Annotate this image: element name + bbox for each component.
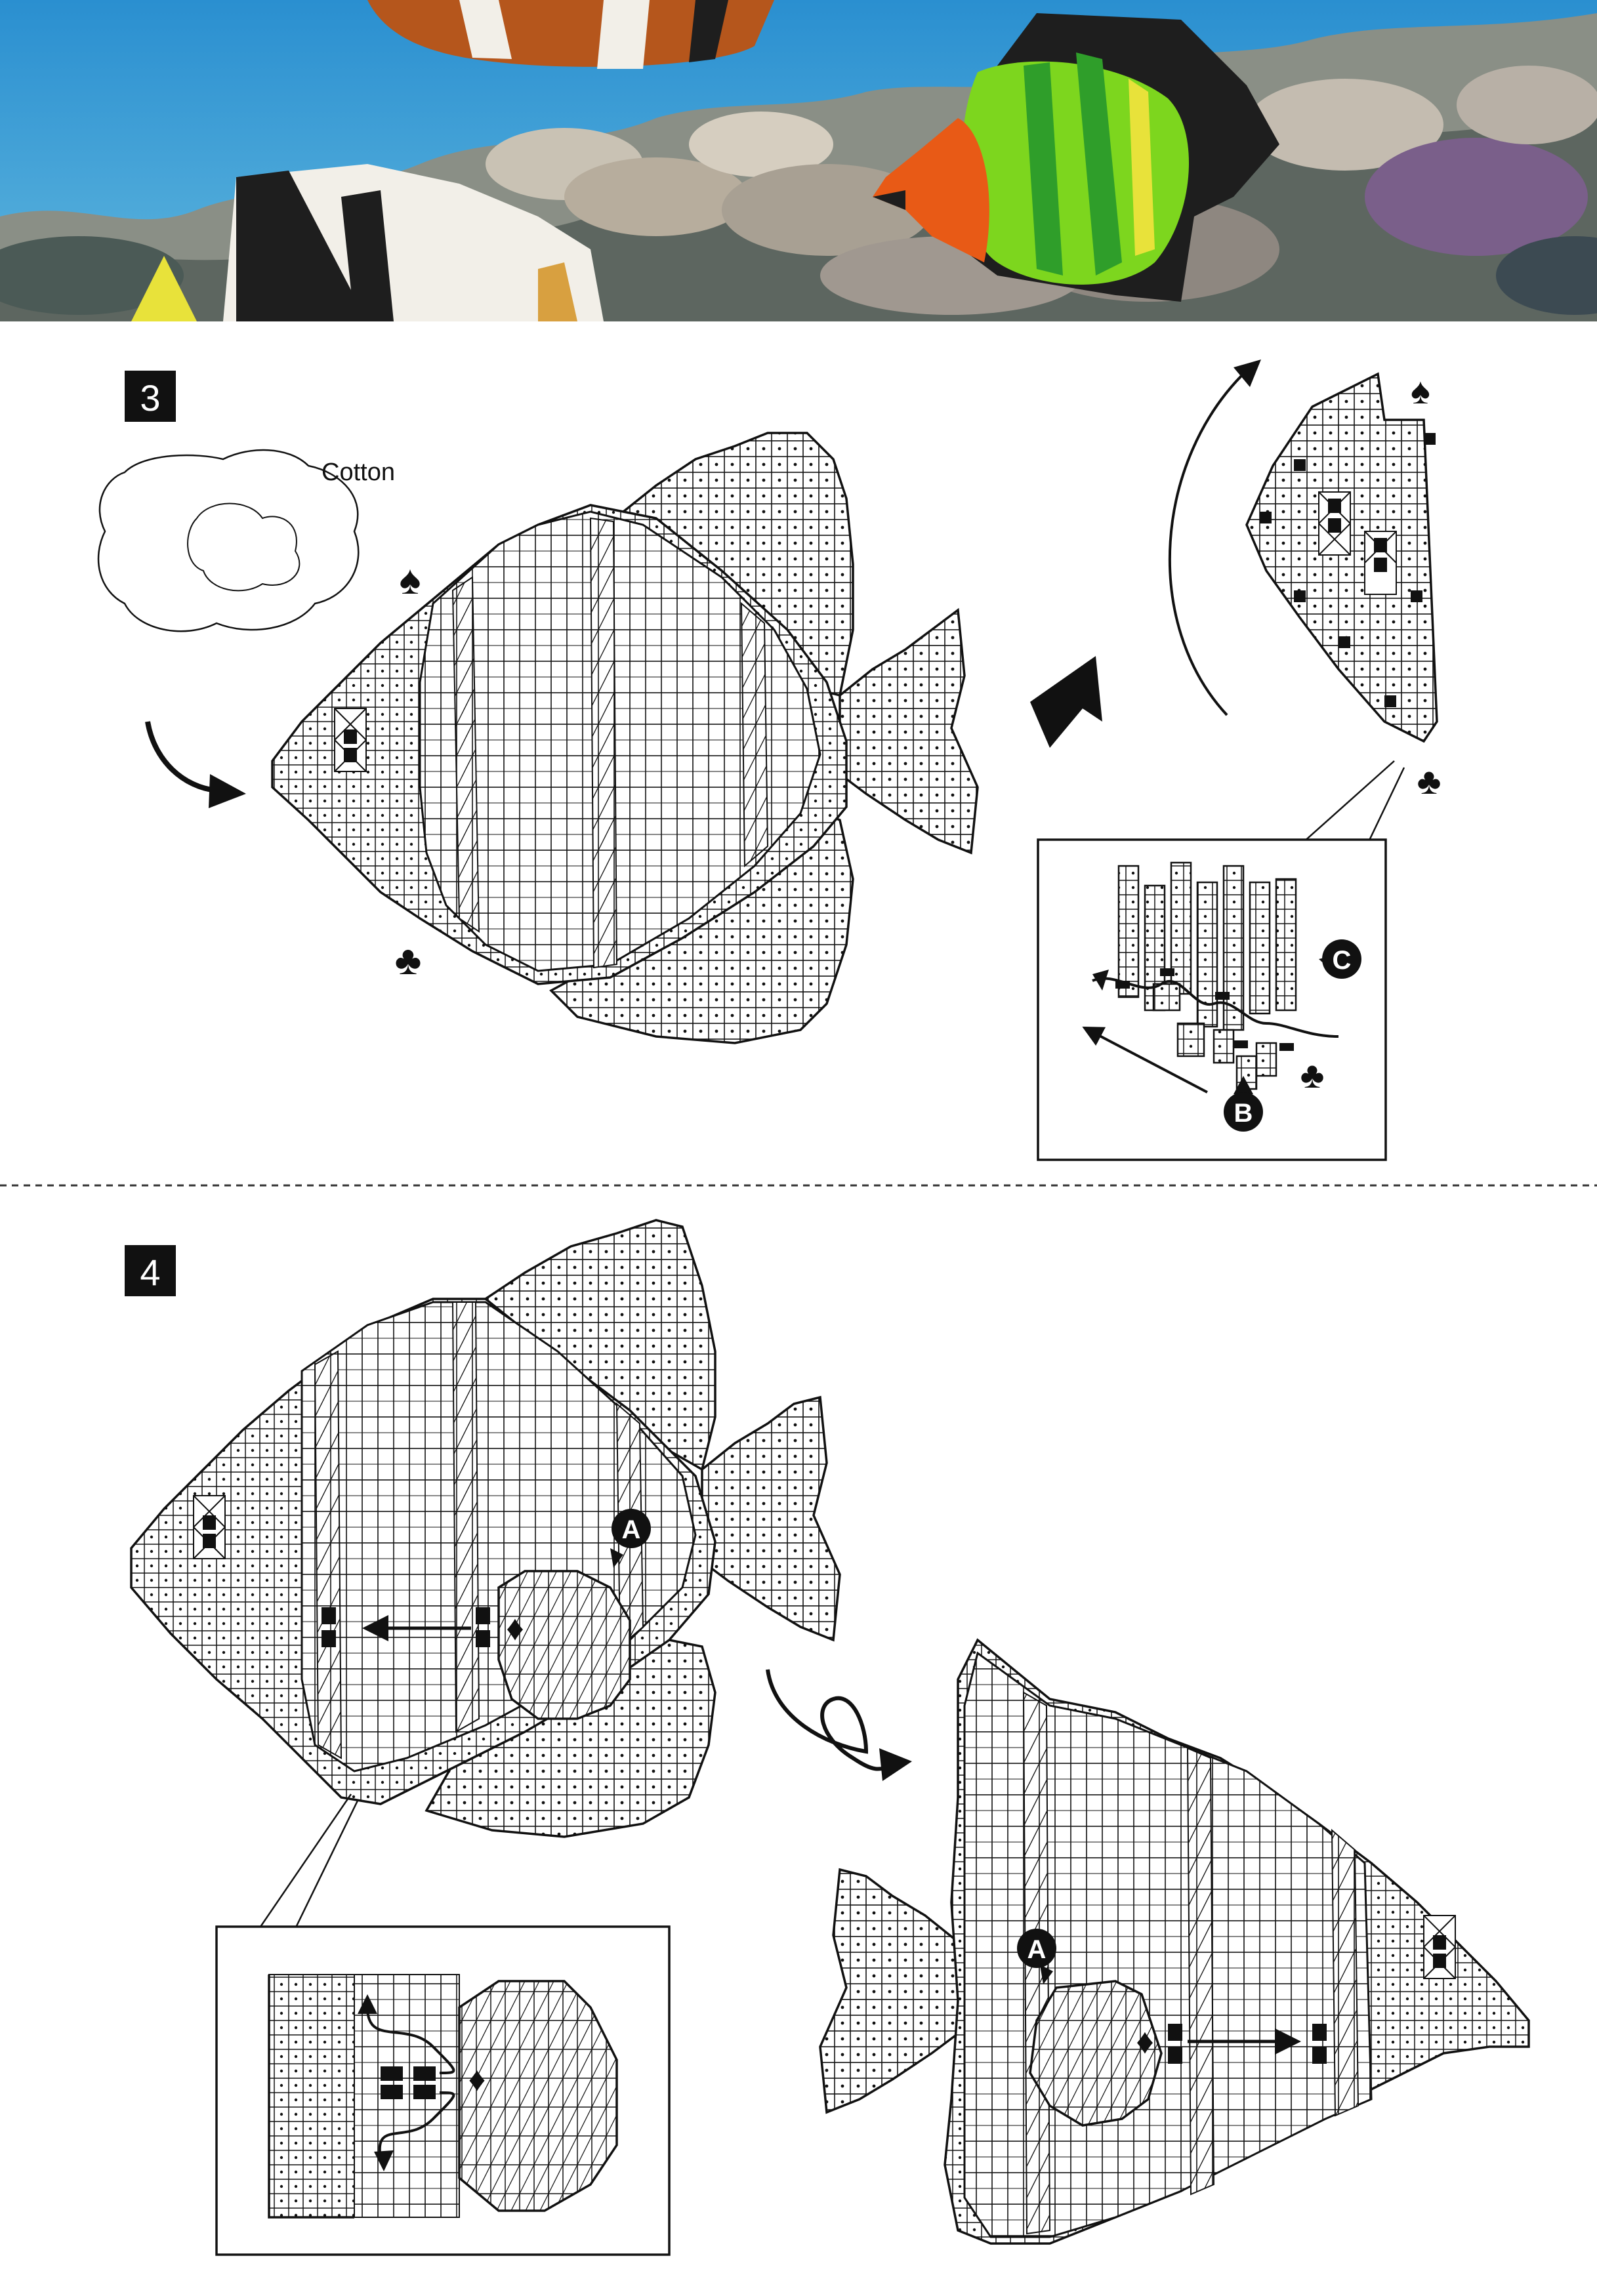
svg-text:C: C	[1333, 946, 1352, 975]
svg-text:A: A	[1027, 1935, 1047, 1964]
diamond-symbol-left: ♦	[506, 1609, 524, 1648]
cotton-pocket-left	[497, 1570, 631, 1720]
flip-arrow	[766, 1669, 894, 1771]
folded-fin-pattern	[1245, 372, 1438, 743]
svg-text:B: B	[1234, 1099, 1253, 1128]
step-3-number: 3	[140, 377, 160, 419]
spade-symbol-step3: ♠	[400, 558, 421, 603]
inset-thread-up	[366, 2007, 455, 2074]
eye-bead-right	[1433, 1935, 1446, 1950]
step-4-section: 4 ♦ A	[125, 1219, 1530, 2256]
tail-fin	[839, 607, 979, 855]
eye-bead	[344, 729, 357, 744]
tail-fin-left	[701, 1395, 841, 1642]
tail-fin-right	[819, 1868, 959, 2114]
step-3-section: 3 Cotton ♠ ♣	[97, 359, 1441, 1161]
club-symbol-step3: ♣	[395, 938, 422, 983]
svg-text:A: A	[622, 1515, 641, 1544]
inset-bead-columns	[1115, 861, 1297, 1090]
diamond-symbol-right: ♦	[1136, 2022, 1154, 2061]
eye-bead-left	[203, 1515, 216, 1530]
cotton-pocket-right	[1029, 1980, 1163, 2127]
inset-thread-down	[378, 2091, 455, 2159]
fish-pattern-step4-back	[819, 1638, 1530, 2245]
step-4-number: 4	[140, 1252, 160, 1293]
insert-arrow	[145, 721, 217, 793]
beaded-clownfish	[367, 0, 774, 69]
cotton-ball	[97, 449, 360, 632]
thread-path	[1092, 977, 1339, 1038]
marker-a-left: A	[610, 1509, 651, 1568]
inset-grid-step4	[268, 1974, 618, 2219]
marker-a-right: A	[1017, 1929, 1056, 1984]
fold-arc-arrow	[1168, 369, 1248, 716]
body-stripes	[419, 510, 821, 972]
step-3-badge	[125, 371, 176, 422]
diamond-symbol-inset: ♦	[468, 2060, 486, 2099]
beaded-green-fish	[873, 13, 1279, 302]
cotton-label: Cotton	[321, 459, 395, 486]
beaded-spotted-fish	[223, 164, 604, 321]
spade-symbol-fold: ♠	[1411, 370, 1430, 411]
step-4-badge	[125, 1245, 176, 1296]
marker-c: C	[1319, 939, 1361, 979]
club-symbol-inset: ♣	[1300, 1054, 1325, 1096]
next-arrow	[1030, 656, 1102, 748]
marker-b: B	[1224, 1076, 1263, 1132]
fish-pattern-step3	[271, 432, 979, 1044]
needle-arrow-b	[1082, 1027, 1208, 1094]
beaded-yellow-fin	[131, 256, 197, 321]
fish-pattern-step4-front	[130, 1219, 841, 1838]
club-symbol-fold: ♣	[1417, 760, 1441, 802]
banner-photo	[0, 0, 1597, 321]
